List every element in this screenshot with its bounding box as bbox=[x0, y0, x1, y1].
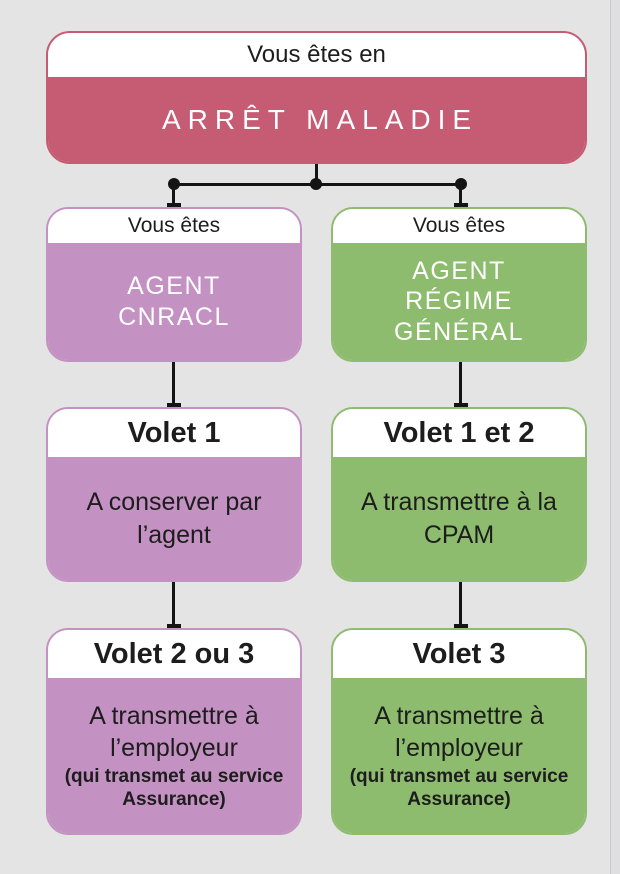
connector-end-cap bbox=[454, 624, 468, 628]
node-body: AGENT CNRACL bbox=[48, 243, 300, 360]
connector-junction-dot bbox=[310, 178, 322, 190]
connector-left-column bbox=[172, 582, 175, 628]
node-volet-1: Volet 1 A conserver par l’agent bbox=[46, 407, 302, 582]
node-volet-1-et-2: Volet 1 et 2 A transmettre à la CPAM bbox=[331, 407, 587, 582]
connector-drop-left bbox=[172, 184, 175, 204]
node-body: A transmettre à l’employeur (qui transme… bbox=[48, 678, 300, 833]
node-agent-regime-general: Vous êtes AGENT RÉGIME GÉNÉRAL bbox=[331, 207, 587, 362]
node-agent-cnracl: Vous êtes AGENT CNRACL bbox=[46, 207, 302, 362]
node-header: Volet 1 et 2 bbox=[333, 409, 585, 457]
node-body: A conserver par l’agent bbox=[48, 457, 300, 580]
connector-end-cap bbox=[167, 403, 181, 407]
node-body: A transmettre à l’employeur (qui transme… bbox=[333, 678, 585, 833]
connector-root-stem bbox=[315, 164, 318, 185]
node-body-text: A transmettre à l’employeur bbox=[89, 702, 259, 763]
node-body: A transmettre à la CPAM bbox=[333, 457, 585, 580]
node-header: Volet 1 bbox=[48, 409, 300, 457]
connector-left-column bbox=[172, 362, 175, 407]
node-body: ARRÊT MALADIE bbox=[48, 77, 585, 162]
connector-end-cap bbox=[167, 203, 181, 207]
node-header: Vous êtes en bbox=[48, 33, 585, 77]
node-body-note: (qui transmet au service Assurance) bbox=[64, 766, 284, 810]
node-header: Volet 2 ou 3 bbox=[48, 630, 300, 678]
connector-drop-right bbox=[459, 184, 462, 204]
node-body-note: (qui transmet au service Assurance) bbox=[349, 766, 569, 810]
node-body: AGENT RÉGIME GÉNÉRAL bbox=[333, 243, 585, 360]
node-arret-maladie: Vous êtes en ARRÊT MALADIE bbox=[46, 31, 587, 164]
node-header: Vous êtes bbox=[333, 209, 585, 243]
connector-end-cap bbox=[454, 403, 468, 407]
node-body-text: ARRÊT MALADIE bbox=[161, 103, 479, 135]
connector-end-cap bbox=[167, 624, 181, 628]
page-edge-strip bbox=[610, 0, 620, 874]
node-volet-3: Volet 3 A transmettre à l’employeur (qui… bbox=[331, 628, 587, 835]
connector-end-cap bbox=[454, 203, 468, 207]
connector-right-column bbox=[459, 582, 462, 628]
node-body-text: A transmettre à l’employeur bbox=[374, 702, 544, 763]
node-volet-2-ou-3: Volet 2 ou 3 A transmettre à l’employeur… bbox=[46, 628, 302, 835]
node-header: Volet 3 bbox=[333, 630, 585, 678]
connector-right-column bbox=[459, 362, 462, 407]
node-header: Vous êtes bbox=[48, 209, 300, 243]
